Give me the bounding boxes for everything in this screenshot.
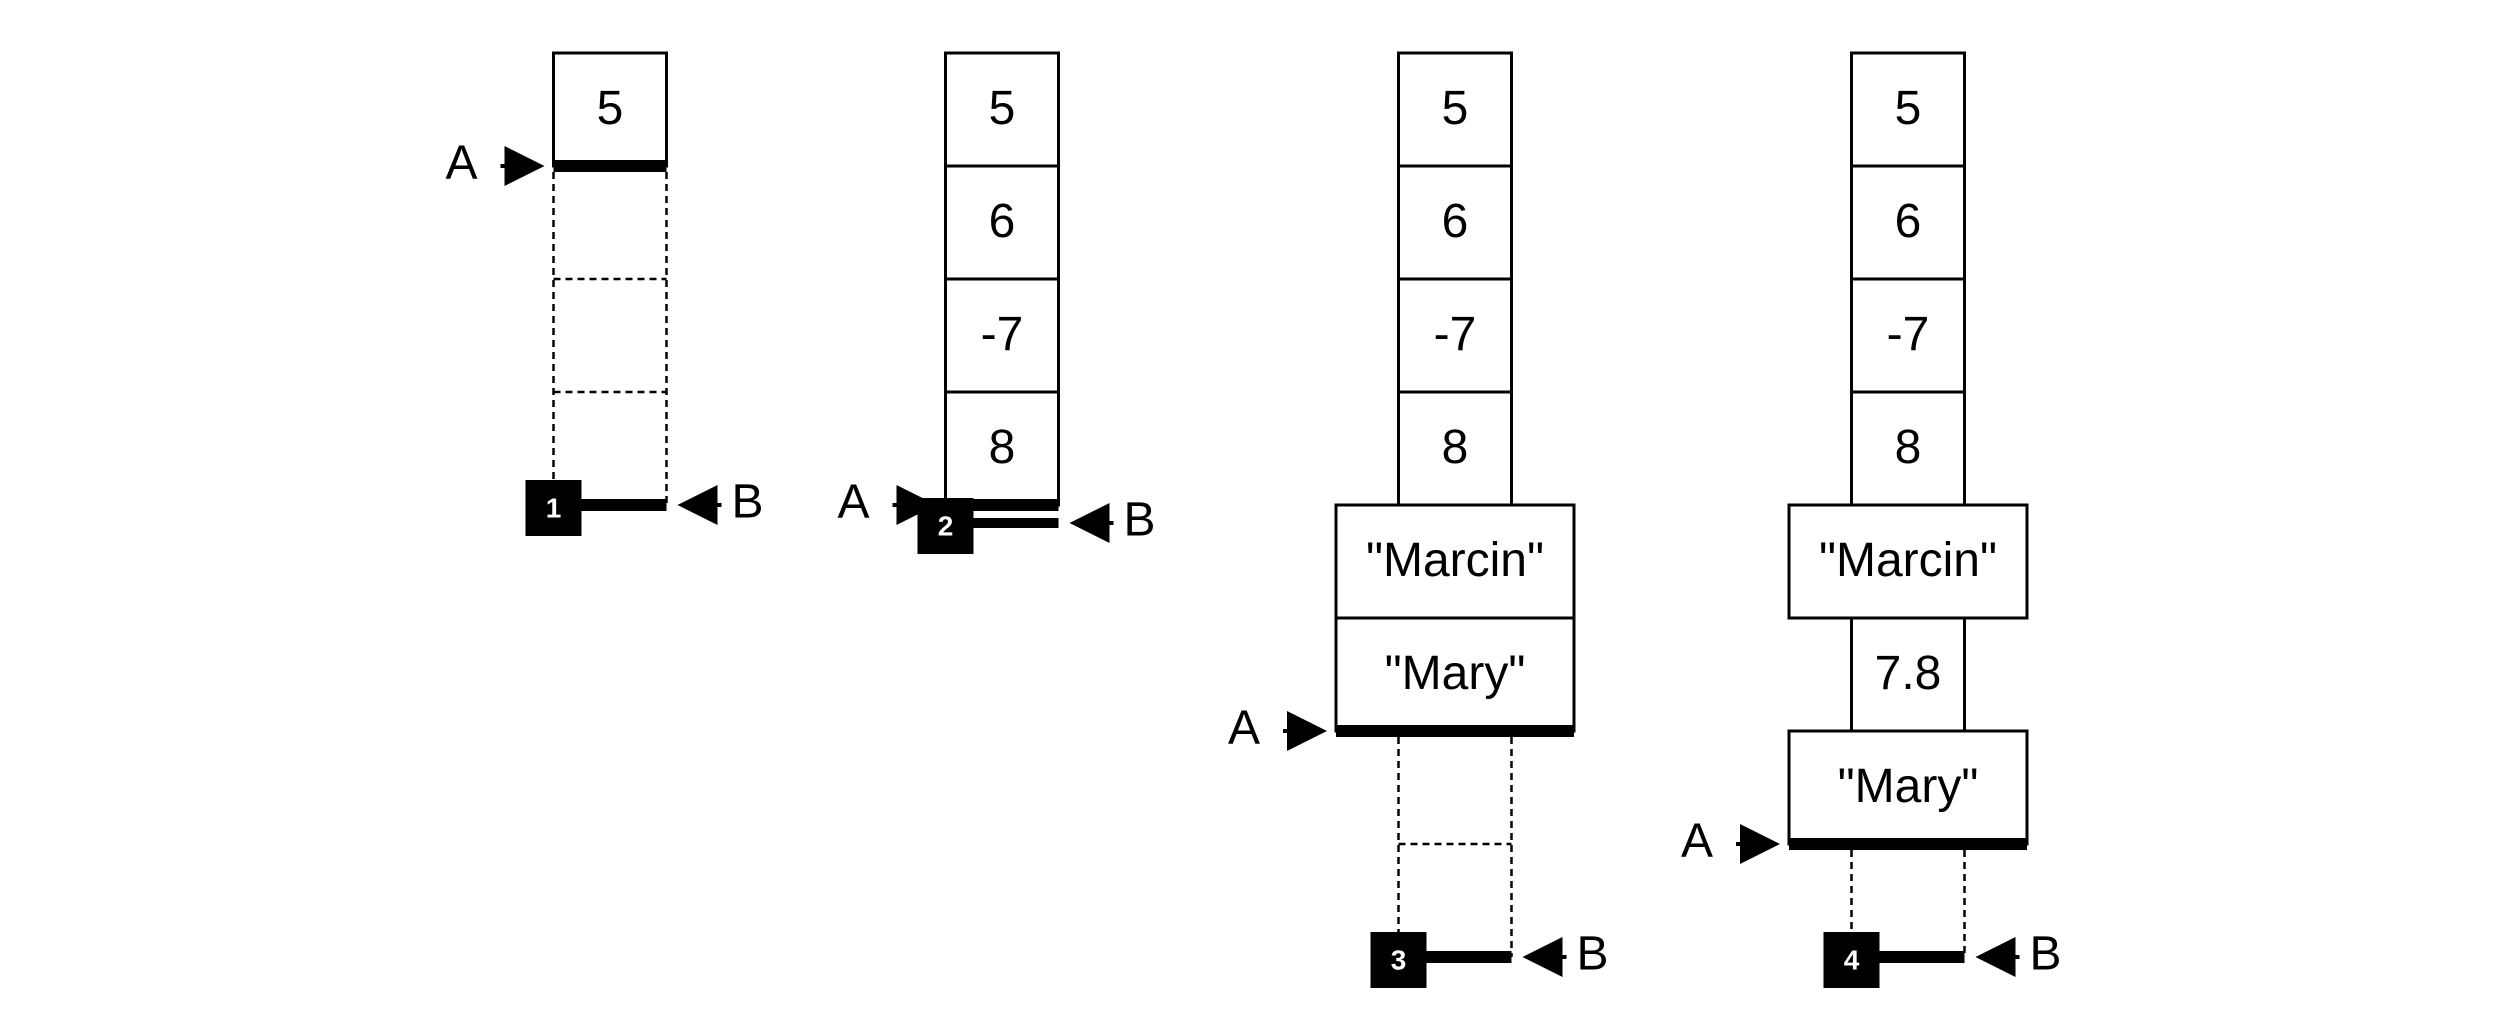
stack-cell [1850,616,1966,733]
cell-value: "Mary" [1838,760,1979,813]
pointer-b-bar [945,518,1059,528]
pointer-a-bar [1789,838,2027,850]
cell-value: 8 [1895,421,1922,474]
pointer-b-label: B [2030,928,2062,981]
cell-value: 5 [1895,82,1922,135]
cell-value: 6 [989,195,1016,248]
pointer-a-label: A [838,476,870,529]
stack-cell [1787,503,2029,620]
stack-cell [944,164,1060,281]
step-badge [1370,932,1427,988]
cell-value: "Marcin" [1366,534,1544,587]
cell-value: 5 [1442,82,1469,135]
pointer-b-bar [1398,951,1512,963]
pointer-b-label: B [1124,494,1156,547]
pointer-b-bar [553,499,667,511]
cell-value: -7 [1887,308,1930,361]
cell-value: -7 [1434,308,1477,361]
cell-value: "Mary" [1385,647,1526,700]
pointer-a-label: A [1228,702,1260,755]
stack-cell [1334,616,1576,733]
step-badge-number: 1 [546,492,562,523]
cell-value: 5 [989,82,1016,135]
stack-cell [1334,503,1576,620]
cell-value: 8 [1442,421,1469,474]
stack-cell [944,390,1060,507]
pointer-b-label: B [732,476,764,529]
cell-value: "Marcin" [1819,534,1997,587]
pointer-a-bar [1336,725,1574,737]
pointer-a-label: A [446,137,478,190]
step-badge [917,498,974,554]
pointer-b-label: B [1577,928,1609,981]
pointer-a-bar [553,160,667,172]
cell-value: 6 [1442,195,1469,248]
cell-value: 8 [989,421,1016,474]
step-badge [525,480,582,536]
stack-cell [1397,390,1513,507]
stack-cell [1850,277,1966,394]
step-badge-number: 4 [1844,944,1860,975]
step-badge [1823,932,1880,988]
cell-value: 5 [597,82,624,135]
stack-cell [552,51,668,168]
pointer-b-bar [1851,951,1965,963]
pointer-a-label: A [1681,815,1713,868]
pointer-a-bar [945,499,1059,511]
stack-cell [1850,164,1966,281]
cell-value: -7 [981,308,1024,361]
step-badge-number: 2 [938,510,954,541]
stack-cell [944,277,1060,394]
stack-cell [1850,51,1966,168]
step-badge-number: 3 [1391,944,1407,975]
cell-value: 6 [1895,195,1922,248]
stack-cell [1787,729,2029,846]
stack-cell [1397,277,1513,394]
cell-value: 7.8 [1875,647,1942,700]
